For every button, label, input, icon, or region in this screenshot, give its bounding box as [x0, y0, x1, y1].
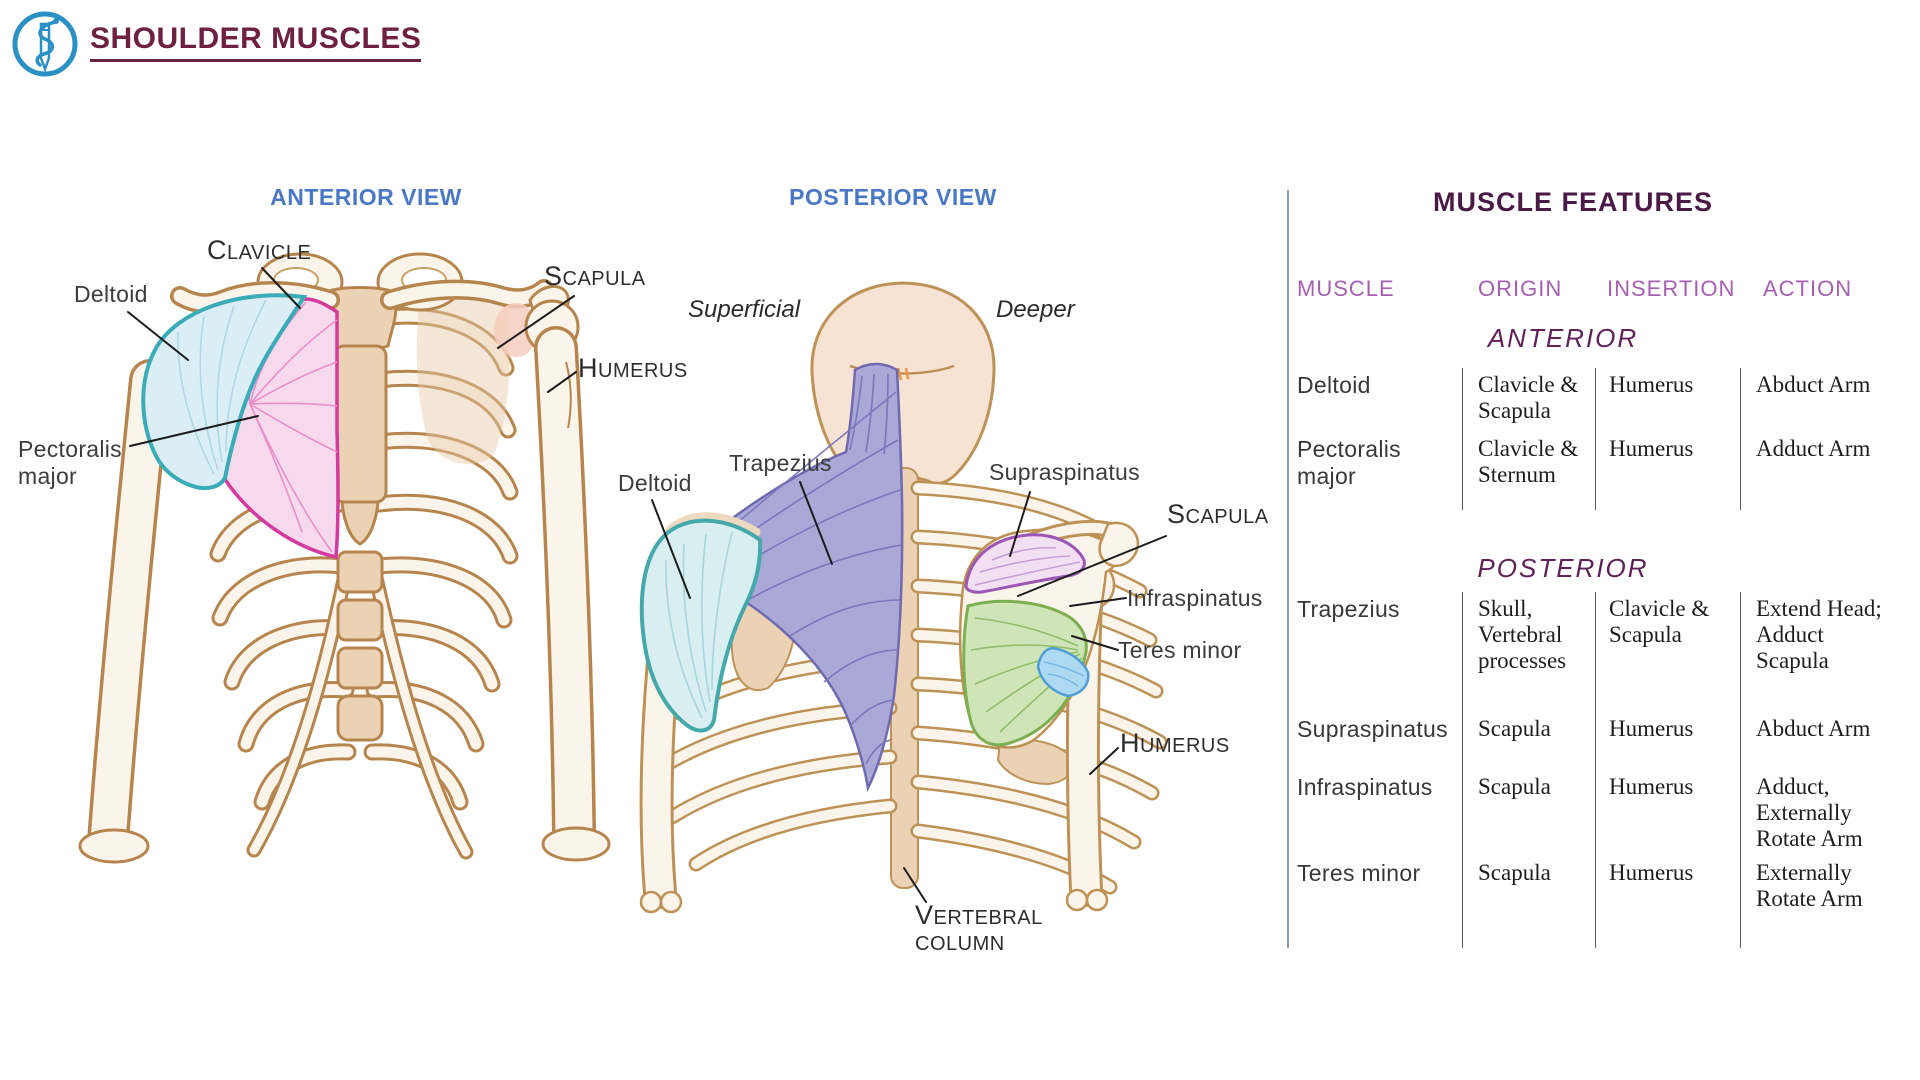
muscle-cell: Trapezius: [1297, 596, 1400, 622]
insertion-cell: Humerus: [1595, 712, 1740, 770]
brand-logo: [12, 11, 78, 77]
label-scapula-anterior: SCAPULA: [544, 261, 646, 291]
label-clavicle: CLAVICLE: [207, 235, 312, 265]
insertion-cell: Clavicle & Scapula: [1595, 592, 1740, 712]
posterior-infraspinatus-muscle: [962, 599, 1088, 747]
action-cell: Abduct Arm: [1740, 712, 1897, 770]
snake-icon: [35, 20, 57, 67]
action-cell: Adduct, Externally Rotate Arm: [1740, 770, 1897, 856]
posterior-illustration: [639, 281, 1168, 914]
label-deltoid-posterior: Deltoid: [618, 470, 692, 496]
action-cell: Externally Rotate Arm: [1740, 856, 1897, 948]
action-cell: Abduct Arm: [1740, 368, 1897, 432]
origin-cell: Skull, Vertebral processes: [1462, 592, 1595, 712]
label-humerus-anterior: HUMERUS: [578, 353, 688, 383]
insertion-cell: Humerus: [1595, 770, 1740, 856]
label-scapula-posterior: SCAPULA: [1167, 499, 1269, 529]
action-cell: Adduct Arm: [1740, 432, 1897, 510]
label-deeper: Deeper: [996, 296, 1075, 323]
anterior-ribs-right: [363, 307, 519, 811]
origin-cell: Scapula: [1462, 770, 1595, 856]
muscle-cell: Supraspinatus: [1297, 716, 1448, 742]
section-header-posterior: POSTERIOR: [1477, 553, 1649, 583]
label-trapezius: Trapezius: [729, 450, 832, 476]
label-humerus-posterior: HUMERUS: [1120, 728, 1230, 758]
origin-cell: Scapula: [1462, 712, 1595, 770]
origin-cell: Clavicle & Sternum: [1462, 432, 1595, 510]
muscle-cell: Teres minor: [1297, 860, 1421, 886]
anterior-scapula-shadow: [416, 292, 510, 465]
posterior-trapezius-muscle: [692, 362, 904, 792]
column-header-muscle: MUSCLE: [1297, 276, 1395, 301]
label-superficial: Superficial: [688, 296, 801, 323]
posterior-deltoid-muscle: [639, 518, 763, 733]
label-pectoralis-major: Pectoralis major: [18, 436, 122, 489]
muscle-cell: Infraspinatus: [1297, 774, 1433, 800]
anterior-leader-lines: [127, 267, 577, 447]
origin-cell: Clavicle & Scapula: [1462, 368, 1595, 432]
page-title: SHOULDER MUSCLES: [90, 22, 422, 62]
column-header-action: ACTION: [1763, 276, 1853, 301]
label-vertebral-column: VERTEBRAL COLUMN: [915, 900, 1043, 956]
column-header-insertion: INSERTION: [1607, 276, 1736, 301]
label-deltoid-anterior: Deltoid: [74, 281, 148, 307]
insertion-cell: Humerus: [1595, 856, 1740, 948]
label-supraspinatus: Supraspinatus: [989, 459, 1140, 485]
section-header-anterior: ANTERIOR: [1487, 323, 1639, 353]
label-infraspinatus: Infraspinatus: [1127, 585, 1263, 611]
anterior-illustration: [78, 252, 611, 864]
posterior-teres-minor-muscle: [1036, 646, 1090, 698]
anterior-view-title: ANTERIOR VIEW: [270, 184, 462, 210]
action-cell: Extend Head; Adduct Scapula: [1740, 592, 1897, 712]
label-teres-minor: Teres minor: [1118, 637, 1242, 663]
features-table-title: MUSCLE FEATURES: [1432, 187, 1713, 217]
posterior-leader-lines: [651, 481, 1167, 903]
anterior-deltoid-muscle: [141, 293, 308, 491]
posterior-view-title: POSTERIOR VIEW: [789, 184, 997, 210]
muscle-cell: Pectoralis major: [1297, 436, 1401, 489]
insertion-cell: Humerus: [1595, 432, 1740, 510]
muscle-cell: Deltoid: [1297, 372, 1371, 398]
anterior-sternum: [322, 286, 398, 742]
insertion-cell: Humerus: [1595, 368, 1740, 432]
column-header-origin: ORIGIN: [1478, 276, 1563, 301]
origin-cell: Scapula: [1462, 856, 1595, 948]
